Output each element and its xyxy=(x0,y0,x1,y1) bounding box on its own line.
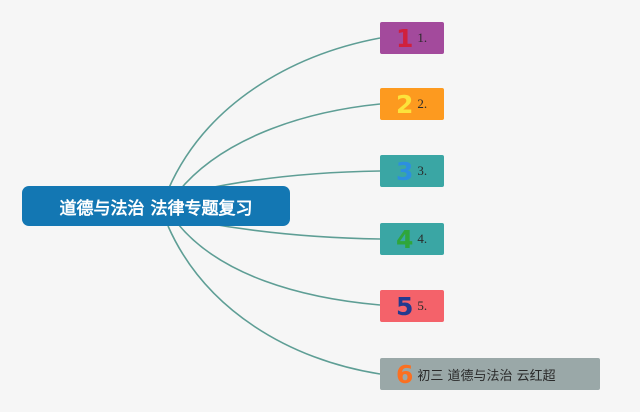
link-3 xyxy=(199,170,381,191)
root-topic[interactable]: 道德与法治 法律专题复习 xyxy=(22,186,290,226)
branch-number-4: 4 xyxy=(396,224,414,254)
branch-number-2: 2 xyxy=(396,89,414,119)
branch-node-3[interactable]: 3 3. xyxy=(380,155,444,187)
branch-number-1: 1 xyxy=(396,23,414,53)
branch-label-3: 3. xyxy=(417,163,428,178)
branch-label-1: 1. xyxy=(417,30,428,45)
link-2 xyxy=(177,103,381,193)
branch-number-5: 5 xyxy=(396,291,414,321)
branch-node-4[interactable]: 4 4. xyxy=(380,223,444,255)
branch-label-4: 4. xyxy=(417,231,428,246)
branch-number-6: 6 xyxy=(396,359,414,389)
root-topic-label: 道德与法治 法律专题复习 xyxy=(59,198,253,219)
link-6 xyxy=(167,225,381,375)
branch-node-5[interactable]: 5 5. xyxy=(380,290,444,322)
branch-label-2: 2. xyxy=(417,96,428,111)
link-1 xyxy=(167,37,381,191)
branch-node-6[interactable]: 6 初三 道德与法治 云红超 xyxy=(380,358,600,390)
branch-node-2[interactable]: 2 2. xyxy=(380,88,444,120)
branch-number-3: 3 xyxy=(396,156,414,186)
branch-label-5: 5. xyxy=(417,298,428,313)
branch-node-1[interactable]: 1 1. xyxy=(380,22,444,54)
link-5 xyxy=(177,223,381,306)
branch-label-6: 初三 道德与法治 云红超 xyxy=(417,368,556,384)
